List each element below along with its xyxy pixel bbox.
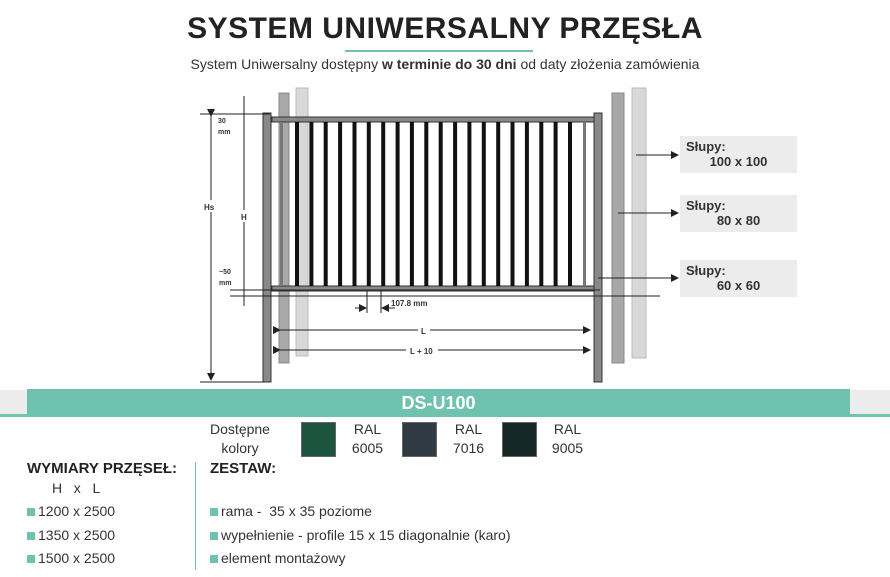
post-label: Słupy:: [686, 198, 726, 213]
color-label-7016: RAL 7016: [446, 420, 491, 458]
dim-50-unit: mm: [219, 280, 231, 287]
colors-label-line1: Dostępne: [210, 421, 270, 437]
dimension-text: 1200 x 2500: [38, 503, 116, 519]
ral: RAL: [553, 421, 582, 437]
bullet-icon: [27, 508, 35, 516]
color-swatch-7016: [402, 422, 437, 457]
color-swatch-9005: [502, 422, 537, 457]
set-item: rama - 35 x 35 poziome: [210, 503, 372, 519]
post-size: 80 x 80: [716, 213, 761, 228]
picket: [338, 122, 343, 286]
picket: [409, 122, 414, 286]
picket: [510, 122, 515, 286]
dim-l: L: [421, 327, 426, 336]
post-label-60: Słupy:60 x 60: [680, 260, 797, 297]
ral-code: 6005: [351, 440, 384, 456]
page-title: SYSTEM UNIWERSALNY PRZĘSŁA: [187, 12, 703, 45]
picket: [524, 122, 529, 286]
dimension-item: 1200 x 2500: [27, 503, 115, 519]
bullet-icon: [210, 555, 218, 563]
dimensions-title: WYMIARY PRZĘSEŁ:: [27, 460, 178, 477]
end-bar-left: [280, 122, 283, 286]
dim-l10: L + 10: [410, 347, 433, 356]
fence-diagram: 30 mm ~50 mm Hs H 107.8 mm L L + 10: [200, 87, 679, 383]
dim-30: 30: [218, 118, 226, 125]
dim-30-unit: mm: [218, 129, 230, 136]
picket: [481, 122, 486, 286]
top-rail: [271, 116, 595, 123]
post-80-left: [278, 92, 290, 364]
dimension-text: 1350 x 2500: [38, 527, 116, 543]
picket: [496, 122, 501, 286]
title-underline: [345, 50, 533, 52]
picket: [453, 122, 458, 286]
post-label-80: Słupy:80 x 80: [680, 195, 797, 232]
picket: [539, 122, 544, 286]
post-60-left: [262, 112, 272, 383]
set-text: element montażowy: [221, 550, 346, 566]
divider: [195, 462, 196, 570]
post-60-right: [593, 112, 603, 383]
dimension-item: 1500 x 2500: [27, 550, 115, 566]
dimension-text: 1500 x 2500: [38, 550, 116, 566]
set-text: rama - 35 x 35 poziome: [221, 503, 372, 519]
bullet-icon: [27, 532, 35, 540]
picket: [467, 122, 472, 286]
post-size: 100 x 100: [709, 154, 768, 169]
dim-50: ~50: [219, 269, 231, 276]
picket: [438, 122, 443, 286]
picket: [366, 122, 371, 286]
post-label: Słupy:: [686, 263, 726, 278]
picket: [381, 122, 386, 286]
set-item: wypełnienie - profile 15 x 15 diagonalni…: [210, 527, 511, 543]
bullet-icon: [210, 508, 218, 516]
set-item: element montażowy: [210, 550, 346, 566]
dim-h: H: [241, 213, 247, 222]
picket: [295, 122, 299, 286]
picket: [553, 122, 558, 286]
set-text: wypełnienie - profile 15 x 15 diagonalni…: [221, 527, 511, 543]
picket: [424, 122, 429, 286]
bullet-icon: [27, 555, 35, 563]
bullet-icon: [210, 532, 218, 540]
post-80-right: [611, 92, 625, 364]
ral-code: 9005: [551, 440, 584, 456]
subtitle: System Uniwersalny dostępny w terminie d…: [0, 56, 890, 72]
colors-label: Dostępne kolory: [200, 420, 280, 458]
ral: RAL: [454, 421, 483, 437]
subtitle-bold: w terminie do 30 dni: [381, 56, 517, 72]
dimensions-header: H x L: [52, 480, 101, 496]
picket: [323, 122, 328, 286]
post-label-100: Słupy:100 x 100: [680, 136, 797, 173]
model-band: DS-U100: [27, 389, 850, 417]
subtitle-text: System Uniwersalny dostępny: [190, 56, 382, 72]
end-bar-right: [583, 122, 586, 286]
picket: [395, 122, 400, 286]
color-label-6005: RAL 6005: [345, 420, 390, 458]
picket: [309, 122, 314, 286]
picket: [352, 122, 357, 286]
ral: RAL: [353, 421, 382, 437]
dimension-item: 1350 x 2500: [27, 527, 115, 543]
post-label: Słupy:: [686, 139, 726, 154]
ral-code: 7016: [452, 440, 485, 456]
set-title: ZESTAW:: [210, 460, 277, 477]
colors-label-line2: kolory: [221, 440, 259, 456]
color-label-9005: RAL 9005: [545, 420, 590, 458]
pickets: [295, 122, 572, 286]
post-100-right: [631, 87, 647, 359]
post-size: 60 x 60: [716, 278, 761, 293]
subtitle-text-end: od daty złożenia zamówienia: [516, 56, 700, 72]
dim-spacing: 107.8 mm: [391, 299, 427, 308]
dim-hs: Hs: [204, 203, 215, 212]
color-swatch-6005: [301, 422, 336, 457]
picket: [568, 122, 572, 286]
